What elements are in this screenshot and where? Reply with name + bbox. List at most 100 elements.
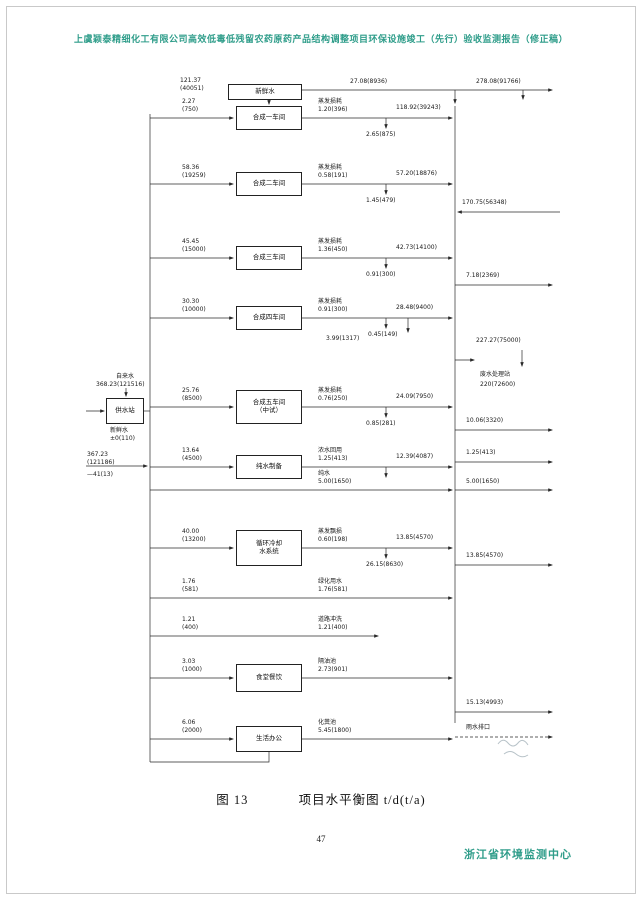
supply-above-name: 自来水 (116, 373, 135, 380)
row-6-mid-value: 5.00(1650) (318, 478, 352, 485)
figure-caption: 图 13 项目水平衡图 t/d(t/a) (0, 789, 642, 808)
supply-below-value: ±0(110) (110, 435, 135, 442)
edge-out-label-6: 15.13(4993) (466, 699, 504, 706)
figure-number: 图 13 (216, 793, 249, 807)
row-5-out-value: 12.39(4087) (396, 453, 434, 460)
supply-above-value: 368.23(121516) (96, 381, 145, 388)
row-3-sub-value: 3.99(1317) (326, 335, 360, 342)
edge-out-label-2: 10.06(3320) (466, 417, 504, 424)
row-3-in-annual: (10000) (182, 306, 206, 313)
top-feed-annual: (40051) (180, 85, 204, 92)
row-9-mid-value: 1.21(400) (318, 624, 348, 631)
row-2-loss-value: 0.91(300) (366, 271, 396, 278)
process-box-canteen: 食堂餐饮 (236, 664, 302, 692)
supply-station-box: 供水站 (106, 398, 144, 424)
row-8-in-value: 1.76 (182, 578, 196, 585)
box-label: （中试） (256, 406, 282, 414)
process-box-domestic: 生活办公 (236, 726, 302, 752)
row-1-mid-value: 0.58(191) (318, 172, 348, 179)
page-number: 47 (316, 834, 326, 844)
report-footer: 浙江省环境监测中心 (464, 848, 572, 861)
row-2-in-value: 45.45 (182, 238, 200, 245)
box-label: 合成三车间 (252, 253, 286, 262)
row-7-out-value: 13.85(4570) (396, 534, 434, 541)
row-2-mid-name: 蒸发损耗 (318, 238, 343, 245)
row-10-mid-value: 2.73(901) (318, 666, 348, 673)
row-8-in-annual: (581) (182, 586, 199, 593)
row-4-mid-value: 0.76(250) (318, 395, 348, 402)
row-0-out-value: 118.92(39243) (396, 104, 441, 111)
row-5-in-value: 13.64 (182, 447, 200, 454)
row-3-loss-value: 0.45(149) (368, 331, 398, 338)
row-3-out-value: 28.48(9400) (396, 304, 434, 311)
row-7-mid-name: 蒸发飘损 (318, 528, 343, 535)
row-3-mid-value: 0.91(300) (318, 306, 348, 313)
row-2-out-value: 42.73(14100) (396, 244, 437, 251)
supply-inflow-annual: (121186) (87, 459, 115, 466)
row-4-loss-value: 0.85(281) (366, 420, 396, 427)
row-7-loss-value: 26.15(8630) (366, 561, 404, 568)
flow-lines (86, 88, 560, 763)
supply-below-name: 新鲜水 (110, 427, 129, 434)
edge-out-label-4: 5.00(1650) (466, 478, 500, 485)
process-box-workshop-4: 合成四车间 (236, 306, 302, 330)
process-box-workshop-2: 合成二车间 (236, 172, 302, 196)
box-label: 循环冷却 (256, 539, 282, 548)
report-header: 上虞颖泰精细化工有限公司高效低毒低残留农药原药产品结构调整项目环保设施竣工（先行… (73, 35, 568, 45)
supply-inflow-value: 367.23 (87, 451, 108, 458)
box-label: 生活办公 (256, 734, 282, 743)
row-4-out-value: 24.09(7950) (396, 393, 434, 400)
row-9-in-value: 1.21 (182, 616, 196, 623)
row-8-mid-value: 1.76(581) (318, 586, 348, 593)
row-4-in-annual: (8500) (182, 395, 202, 402)
water-balance-diagram: 新鲜水 供水站 合成一车间 合成二车间 合成三车间 合成四车间 合成五车间（中试… (86, 77, 566, 768)
box-label: 合成一车间 (252, 113, 286, 122)
figure-title: 项目水平衡图 t/d(t/a) (298, 793, 426, 807)
row-7-in-value: 40.00 (182, 528, 200, 535)
top-branch-label: 27.08(8936) (350, 78, 388, 85)
box-label: 合成四车间 (252, 313, 286, 322)
process-box-workshop-1: 合成一车间 (236, 106, 302, 130)
row-10-mid-name: 隔油池 (318, 658, 337, 665)
row-5-in-annual: (4500) (182, 455, 202, 462)
row-5-mid-name: 浓水回用 (318, 447, 343, 454)
fresh-water-box: 新鲜水 (228, 84, 302, 100)
row-1-loss-value: 1.45(479) (366, 197, 396, 204)
edge-out-label-1: 7.18(2369) (466, 272, 500, 279)
row-11-mid-name: 化粪池 (318, 719, 337, 726)
treatment-discharge-label: 220(72600) (480, 381, 516, 388)
box-label: 合成五车间 (252, 398, 286, 407)
row-1-mid-name: 蒸发损耗 (318, 164, 343, 171)
row-6-mid-name: 纯水 (318, 470, 331, 477)
box-label: 纯水制备 (256, 462, 282, 471)
row-3-mid-name: 蒸发损耗 (318, 298, 343, 305)
row-9-mid-name: 道路冲洗 (318, 616, 343, 623)
top-total-label: 278.08(91766) (476, 78, 521, 85)
box-label: 供水站 (115, 406, 135, 415)
row-7-in-annual: (13200) (182, 536, 206, 543)
supply-inflow-extra: —41(13) (87, 471, 113, 478)
row-0-mid-name: 蒸发损耗 (318, 98, 343, 105)
row-2-in-annual: (15000) (182, 246, 206, 253)
row-0-in-value: 2.27 (182, 98, 196, 105)
edge-return-label: 170.75(56348) (462, 199, 507, 206)
edge-out-label-3: 1.25(413) (466, 449, 496, 456)
row-2-mid-value: 1.36(450) (318, 246, 348, 253)
row-3-in-value: 30.30 (182, 298, 200, 305)
edge-out-label-5: 13.85(4570) (466, 552, 504, 559)
row-0-in-annual: (750) (182, 106, 199, 113)
row-1-out-value: 57.20(18876) (396, 170, 437, 177)
row-11-in-annual: (2000) (182, 727, 202, 734)
process-box-workshop-5: 合成五车间（中试） (236, 390, 302, 424)
box-label: 水系统 (259, 547, 279, 555)
row-1-in-value: 58.36 (182, 164, 200, 171)
top-feed-value: 121.37 (180, 77, 201, 84)
row-10-in-value: 3.03 (182, 658, 196, 665)
row-8-mid-name: 绿化用水 (318, 578, 343, 585)
process-box-cooling: 循环冷却水系统 (236, 530, 302, 566)
box-label: 食堂餐饮 (256, 673, 282, 682)
treatment-station-label: 废水处理站 (480, 371, 511, 378)
process-box-pure-water: 纯水制备 (236, 455, 302, 479)
row-11-mid-value: 5.45(1800) (318, 727, 352, 734)
